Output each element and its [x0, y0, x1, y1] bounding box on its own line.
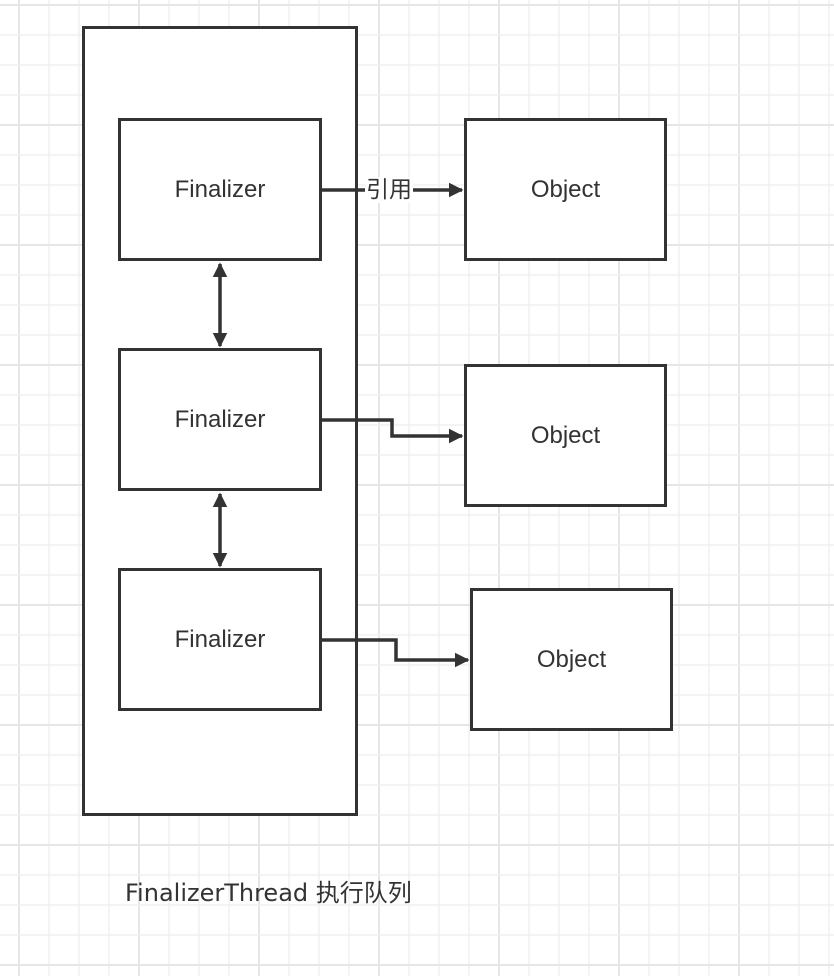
object-node-label: Object: [536, 645, 607, 673]
object-node-1[interactable]: Object: [464, 118, 667, 261]
object-node-label: Object: [530, 421, 601, 449]
reference-edge-label: 引用: [365, 177, 413, 203]
object-node-2[interactable]: Object: [464, 364, 667, 507]
finalizer-node-label: Finalizer: [174, 175, 266, 203]
object-node-label: Object: [530, 175, 601, 203]
finalizer-node-3[interactable]: Finalizer: [118, 568, 322, 711]
object-node-3[interactable]: Object: [470, 588, 673, 731]
finalizer-node-1[interactable]: Finalizer: [118, 118, 322, 261]
finalizer-node-label: Finalizer: [174, 405, 266, 433]
finalizer-node-label: Finalizer: [174, 625, 266, 653]
finalizer-node-2[interactable]: Finalizer: [118, 348, 322, 491]
container-caption: FinalizerThread 执行队列: [125, 879, 412, 907]
